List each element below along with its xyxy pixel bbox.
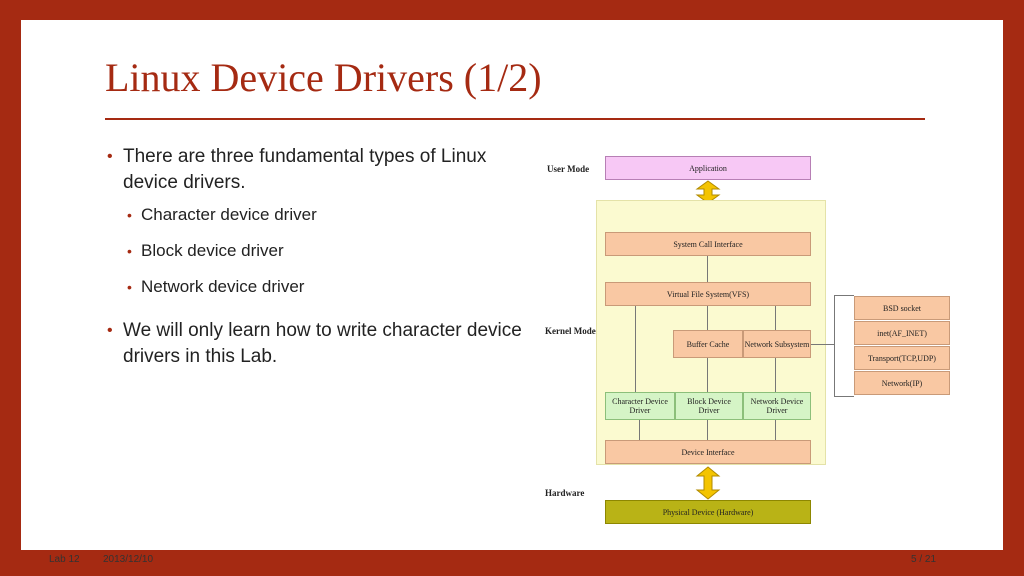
- connector-line: [834, 396, 854, 397]
- bullet-dot-icon: •: [127, 243, 132, 259]
- transport-box: Transport(TCP,UDP): [854, 346, 950, 370]
- slide-title: Linux Device Drivers (1/2): [105, 55, 542, 100]
- inet-box: inet(AF_INET): [854, 321, 950, 345]
- system-call-interface-box: System Call Interface: [605, 232, 811, 256]
- block-driver-box: Block Device Driver: [675, 392, 743, 420]
- character-driver-box: Character Device Driver: [605, 392, 675, 420]
- kernel-mode-label: Kernel Mode: [545, 326, 596, 336]
- sub-bullet-character: • Character device driver: [107, 204, 527, 226]
- buffer-cache-box: Buffer Cache: [673, 330, 743, 358]
- sub-bullet-text: Block device driver: [141, 241, 284, 260]
- network-driver-box: Network Device Driver: [743, 392, 811, 420]
- bullet-list: • There are three fundamental types of L…: [107, 144, 527, 370]
- connector-line: [707, 358, 708, 392]
- connector-line: [707, 306, 708, 330]
- driver-architecture-diagram: User Mode Kernel Mode Hardware Applicati…: [531, 148, 951, 524]
- bullet-closing: • We will only learn how to write charac…: [107, 318, 527, 370]
- connector-line: [707, 420, 708, 440]
- application-box: Application: [605, 156, 811, 180]
- user-mode-label: User Mode: [547, 164, 590, 174]
- device-interface-box: Device Interface: [605, 440, 811, 464]
- bullet-dot-icon: •: [127, 207, 132, 223]
- connector-line: [775, 306, 776, 330]
- sub-bullet-network: • Network device driver: [107, 276, 527, 298]
- network-stack-bracket: [834, 295, 855, 397]
- connector-line: [811, 344, 834, 345]
- connector-line: [834, 295, 854, 296]
- sub-bullet-text: Network device driver: [141, 277, 305, 296]
- vfs-box: Virtual File System(VFS): [605, 282, 811, 306]
- footer-page-number: 5 / 21: [911, 554, 937, 565]
- footer-date: 2013/12/10: [103, 554, 154, 565]
- title-divider: [105, 118, 925, 120]
- slide: Linux Device Drivers (1/2) • There are t…: [21, 20, 1003, 565]
- double-arrow-icon: [695, 466, 721, 500]
- bullet-dot-icon: •: [107, 148, 113, 165]
- connector-line: [639, 420, 640, 440]
- network-subsystem-box: Network Subsystem: [743, 330, 811, 358]
- hardware-label: Hardware: [545, 488, 585, 498]
- bullet-intro: • There are three fundamental types of L…: [107, 144, 527, 196]
- bullet-closing-text: We will only learn how to write characte…: [123, 320, 522, 367]
- sub-bullet-block: • Block device driver: [107, 240, 527, 262]
- bullet-intro-text: There are three fundamental types of Lin…: [123, 146, 487, 193]
- connector-line: [707, 256, 708, 282]
- connector-line: [775, 358, 776, 392]
- bullet-dot-icon: •: [107, 322, 113, 339]
- physical-device-box: Physical Device (Hardware): [605, 500, 811, 524]
- network-ip-box: Network(IP): [854, 371, 950, 395]
- connector-line: [775, 420, 776, 440]
- bullet-dot-icon: •: [127, 279, 132, 295]
- footer-lab: Lab 12: [49, 554, 80, 565]
- connector-line: [635, 306, 636, 392]
- bsd-socket-box: BSD socket: [854, 296, 950, 320]
- sub-bullet-text: Character device driver: [141, 205, 317, 224]
